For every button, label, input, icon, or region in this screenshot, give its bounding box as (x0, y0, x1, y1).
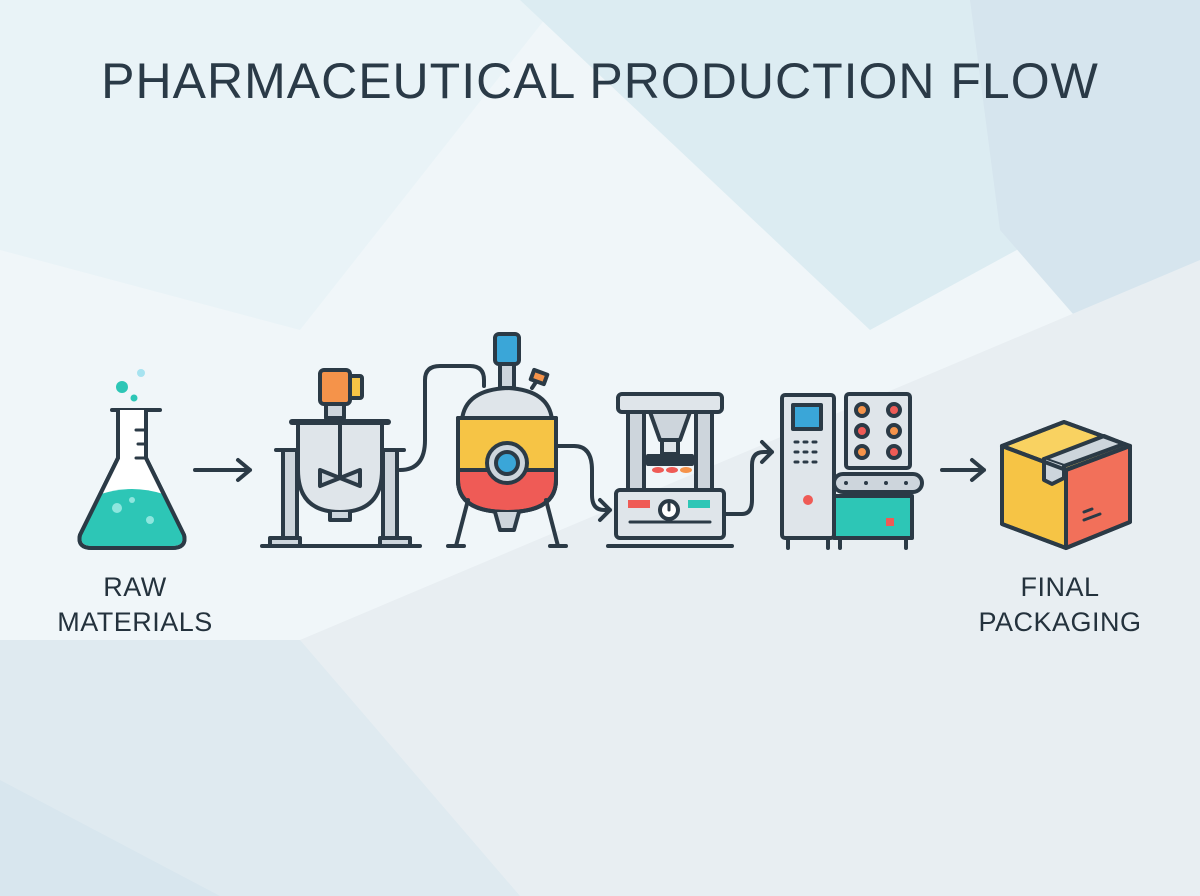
package-box-icon (1000, 420, 1132, 550)
tablet-press-icon (606, 392, 774, 548)
raw-materials-label-line1: RAW (103, 572, 167, 602)
final-packaging-label-line1: FINAL (1020, 572, 1100, 602)
reactor-vessel-icon (446, 332, 612, 548)
final-packaging-label: FINAL PACKAGING (955, 570, 1165, 640)
diagram-title: PHARMACEUTICAL PRODUCTION FLOW (101, 53, 1099, 109)
flask-icon (77, 369, 187, 550)
blister-packing-machine-icon (780, 392, 924, 550)
flow-arrow (193, 458, 252, 482)
flow-arrow (940, 458, 986, 482)
raw-materials-label: RAW MATERIALS (30, 570, 240, 640)
raw-materials-label-line2: MATERIALS (57, 607, 213, 637)
mixing-tank-icon (260, 364, 486, 548)
final-packaging-label-line2: PACKAGING (978, 607, 1142, 637)
